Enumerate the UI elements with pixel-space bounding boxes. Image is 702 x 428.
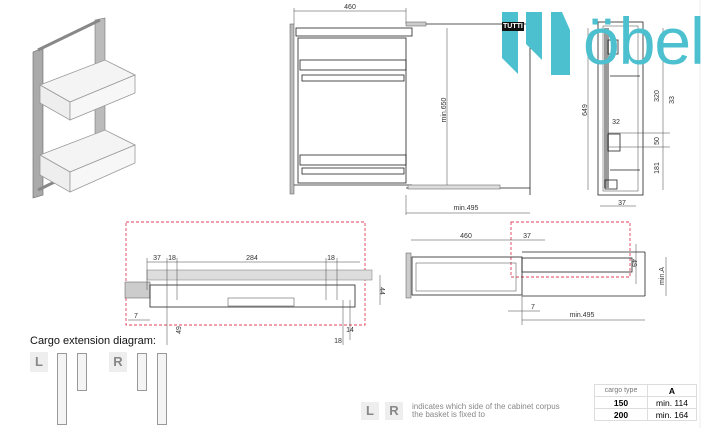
plan-left-dim-3: 284: [246, 255, 258, 262]
table-header-a: A: [647, 384, 697, 397]
legend-text: indicates which side of the cabinet corp…: [412, 403, 582, 419]
legend-left-label: L: [361, 402, 379, 420]
plan-right-offset-dim: 37: [523, 233, 531, 240]
cargo-right-bar: [137, 353, 147, 391]
cargo-type-table: cargo type A 150 min. 114 200 min. 164: [594, 384, 697, 421]
side-height-dim: 649: [582, 104, 589, 116]
product-image: [32, 17, 136, 199]
side-rail-dim: 32: [612, 119, 620, 126]
plan-right-gap-dim: 7: [531, 304, 535, 311]
table-cell-type: 150: [594, 396, 648, 409]
plan-left-drawing: 37 18 284 18 44 7 49 14 18: [124, 221, 385, 345]
plan-right-min-a: min.A: [659, 267, 666, 285]
side-top-dim: 33: [669, 96, 676, 104]
cargo-left-bar-extended: [57, 353, 67, 425]
plan-left-dim-8: 14: [346, 327, 354, 334]
plan-left-dim-5: 44: [378, 287, 385, 295]
table-cell-a: min. 164: [647, 408, 697, 421]
side-base-dim: 37: [618, 200, 626, 207]
logo-mark: [502, 12, 570, 75]
table-cell-type: 200: [594, 408, 648, 421]
side-view-drawing: 649 320 50 181 33 32 37: [582, 21, 676, 207]
plan-left-dim-7: 49: [176, 326, 183, 334]
plan-right-depth-dim: min.495: [570, 312, 595, 319]
side-mid-dim: 50: [654, 137, 661, 145]
legend-text-line-1: indicates which side of the cabinet corp…: [412, 402, 560, 411]
cargo-left-label: L: [30, 352, 48, 372]
cargo-diagram-title: Cargo extension diagram:: [30, 335, 156, 347]
front-view-drawing: 460 min.650 min.495: [289, 4, 531, 215]
cargo-right-label: R: [109, 352, 127, 372]
legend-right-label: R: [385, 402, 403, 420]
plan-left-dim-6: 7: [134, 313, 138, 320]
plan-left-dim-4: 18: [327, 255, 335, 262]
front-height-dim: min.650: [441, 97, 448, 122]
legend-text-line-2: the basket is fixed to: [412, 410, 485, 419]
table-cell-a: min. 114: [647, 396, 697, 409]
table-header-cargo-type: cargo type: [594, 384, 648, 397]
cargo-right-bar-extended: [157, 353, 167, 425]
plan-left-dim-9: 18: [334, 338, 342, 345]
plan-right-rail-dim: 49: [630, 259, 637, 267]
table-row: 200 min. 164: [594, 408, 697, 421]
logo-text: öbel: [583, 4, 702, 78]
front-width-dim: 460: [344, 4, 356, 11]
cargo-left-bar: [77, 353, 87, 391]
plan-right-drawing: 460 37 49 min.A 7 min.495: [405, 221, 667, 325]
side-upper-dim: 320: [654, 90, 661, 102]
table-header-row: cargo type A: [594, 384, 697, 397]
plan-left-dim-1: 37: [153, 255, 161, 262]
tutti-badge: TUTTI: [502, 22, 524, 31]
front-depth-dim: min.495: [454, 205, 479, 212]
plan-right-width-dim: 460: [460, 233, 472, 240]
side-lower-dim: 181: [654, 162, 661, 174]
plan-left-dim-2: 18: [168, 255, 176, 262]
table-row: 150 min. 114: [594, 396, 697, 409]
